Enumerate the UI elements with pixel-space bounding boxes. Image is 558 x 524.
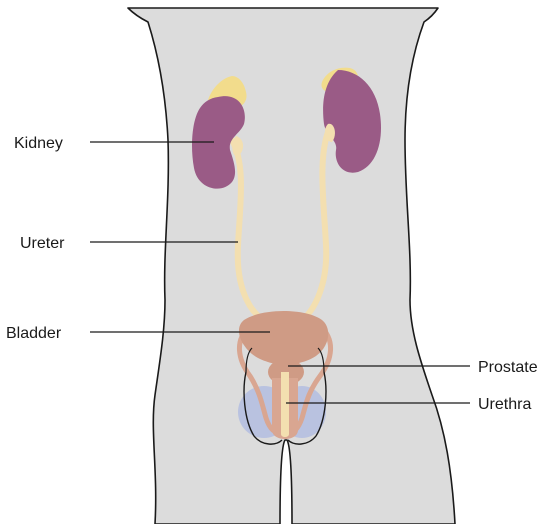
ureter-label: Ureter	[20, 235, 65, 252]
body-silhouette	[128, 8, 455, 524]
urethra-label: Urethra	[478, 396, 531, 413]
prostate-label: Prostate	[478, 359, 538, 376]
bladder-label: Bladder	[6, 325, 62, 342]
urethra	[281, 372, 289, 437]
kidney-label: Kidney	[14, 135, 63, 152]
